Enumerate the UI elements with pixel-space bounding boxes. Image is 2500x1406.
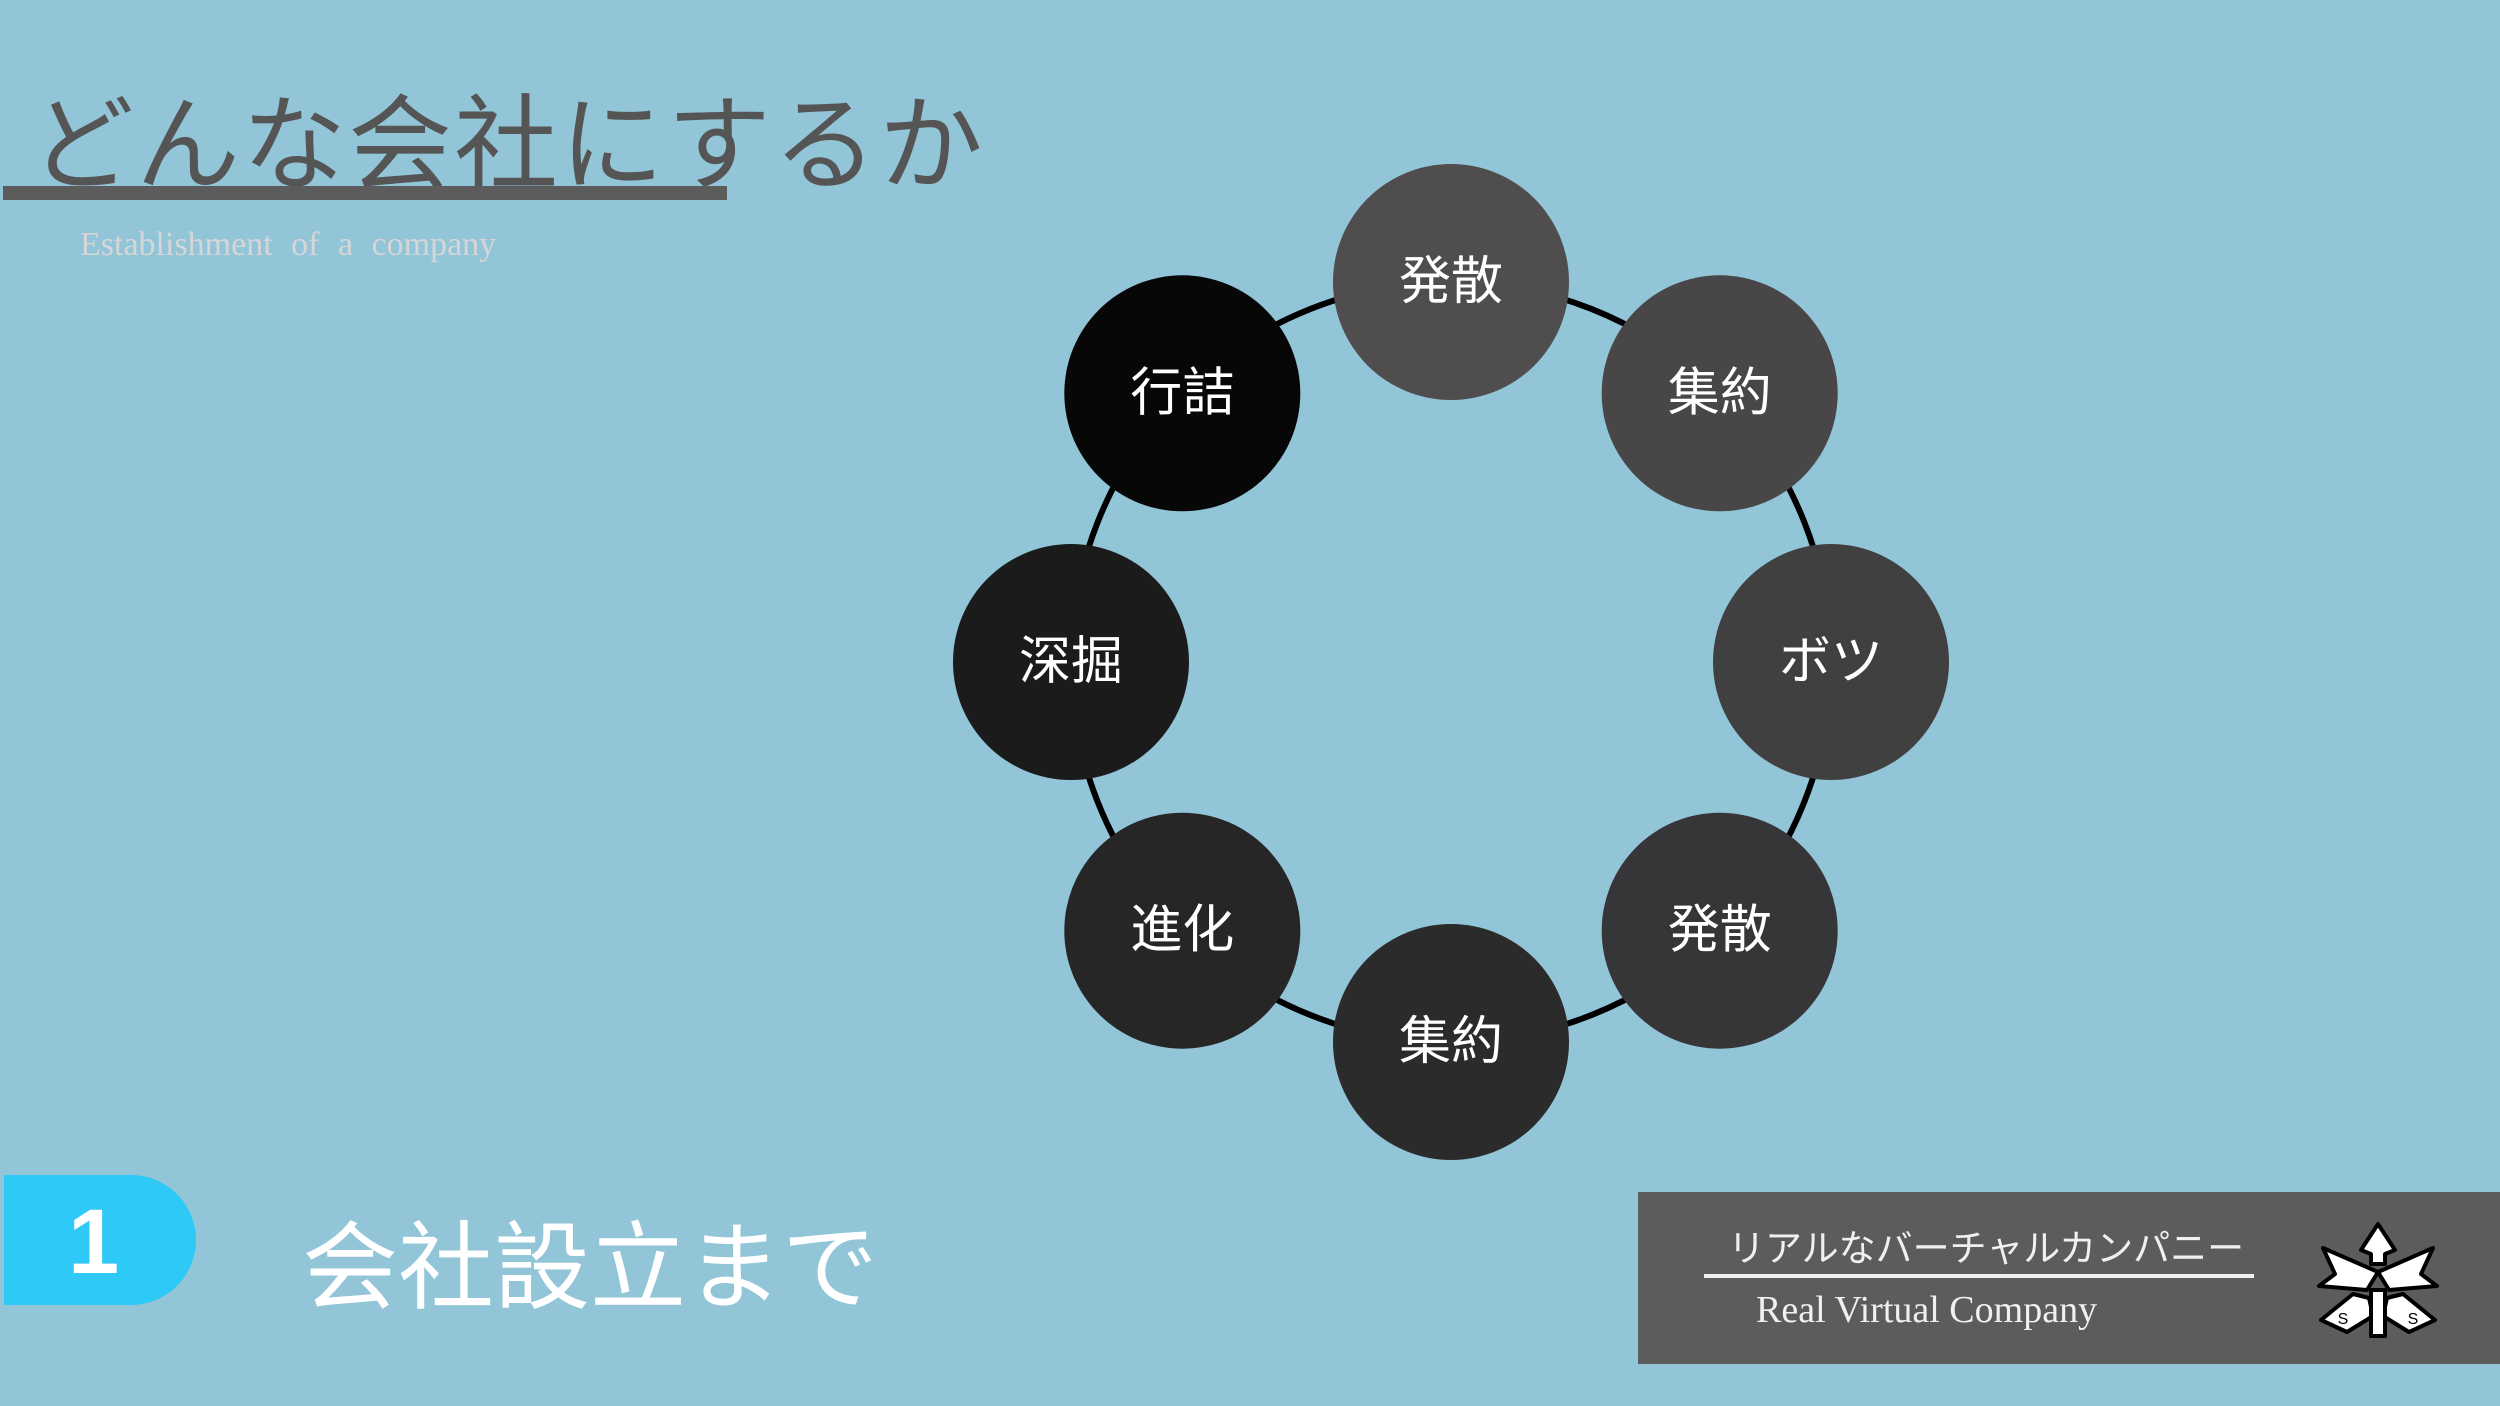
cycle-node: 進化 [1064, 812, 1301, 1049]
cycle-node: 発散 [1333, 164, 1569, 400]
cycle-node-label: 発散 [1668, 901, 1772, 961]
cycle-node: 発散 [1601, 812, 1838, 1049]
cycle-node-label: 発散 [1399, 252, 1503, 312]
cycle-node-circle [1713, 544, 1949, 780]
cycle-node: ボツ [1713, 544, 1949, 780]
emblem-letter-left: S [2338, 1311, 2349, 1328]
cycle-node-circle [1064, 275, 1301, 512]
brand-divider [1704, 1274, 2254, 1278]
step-number: 1 [68, 1191, 120, 1293]
cycle-node-circle [1601, 812, 1838, 1049]
cycle-node-label: 行詰 [1130, 363, 1234, 423]
cycle-node-label: 集約 [1399, 1012, 1503, 1072]
step-label: 会社設立まで [302, 1212, 878, 1324]
cycle-node-label: 深掘 [1019, 632, 1123, 692]
cycle-node: 集約 [1333, 924, 1569, 1160]
cycle-node: 集約 [1601, 275, 1838, 512]
cycle-node-circle [1333, 164, 1569, 400]
cycle-node-circle [953, 544, 1189, 780]
cycle-node: 深掘 [953, 544, 1189, 780]
cycle-node-circle [1064, 812, 1301, 1049]
company-emblem-icon: S S [2317, 1222, 2439, 1338]
page-title: どんな会社にするか [30, 84, 986, 206]
brand-name-en: Real Virtual Company [1756, 1289, 2098, 1331]
step-badge [4, 1175, 196, 1305]
emblem-letter-right: S [2408, 1311, 2419, 1328]
cycle-node-circle [1601, 275, 1838, 512]
title-underline [3, 186, 727, 200]
cycle-node: 行詰 [1064, 275, 1301, 512]
page-subtitle: Establishment of a company [80, 226, 497, 263]
brand-name-ja: リアルなバーチャルカンパニー [1728, 1227, 2245, 1270]
cycle-node-label: ボツ [1779, 632, 1883, 692]
cycle-node-label: 進化 [1130, 901, 1234, 961]
cycle-node-label: 集約 [1668, 363, 1772, 423]
cycle-node-circle [1333, 924, 1569, 1160]
brand-box: リアルなバーチャルカンパニー Real Virtual Company S S [1638, 1192, 2500, 1364]
